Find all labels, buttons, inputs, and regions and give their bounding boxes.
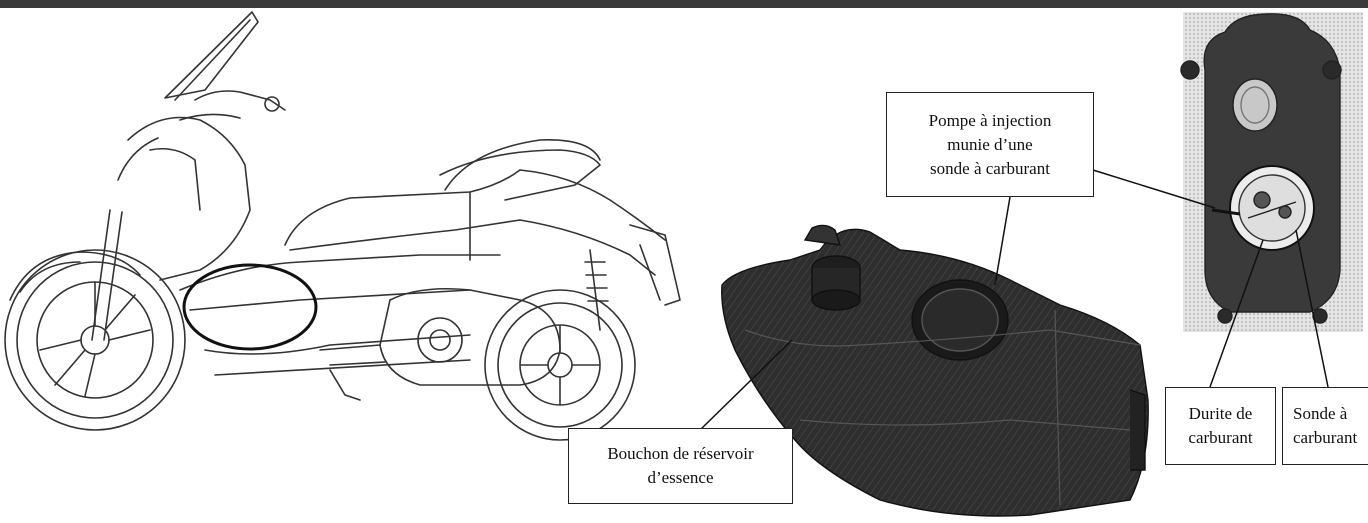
fuel-tank-3d [721,224,1149,517]
sensor-label-line-1: Sonde à [1293,404,1348,423]
pump-label-line-2: munie d’une [947,134,1033,154]
hose-callout: Durite de carburant [1165,387,1276,465]
cap-label-line-2: d’essence [647,468,714,487]
sensor-callout: Sonde à carburant [1282,387,1368,465]
pump-callout: Pompe à injection munie d’une sonde à ca… [886,92,1094,197]
cap-callout: Bouchon de réservoir d’essence [568,428,793,504]
cap-label-line-1: Bouchon de réservoir [607,444,754,463]
sensor-label-line-2: carburant [1293,428,1358,447]
tank-top-view [1180,12,1363,332]
tank-location-ellipse [182,263,318,351]
hose-label-line-1: Durite de [1188,404,1253,423]
leader-lines [699,169,1329,431]
pump-label-line-3: sonde à carburant [930,158,1050,178]
hose-label-line-2: carburant [1188,428,1253,447]
scooter-drawing [4,11,681,441]
pump-label-line-1: Pompe à injection [928,110,1052,130]
